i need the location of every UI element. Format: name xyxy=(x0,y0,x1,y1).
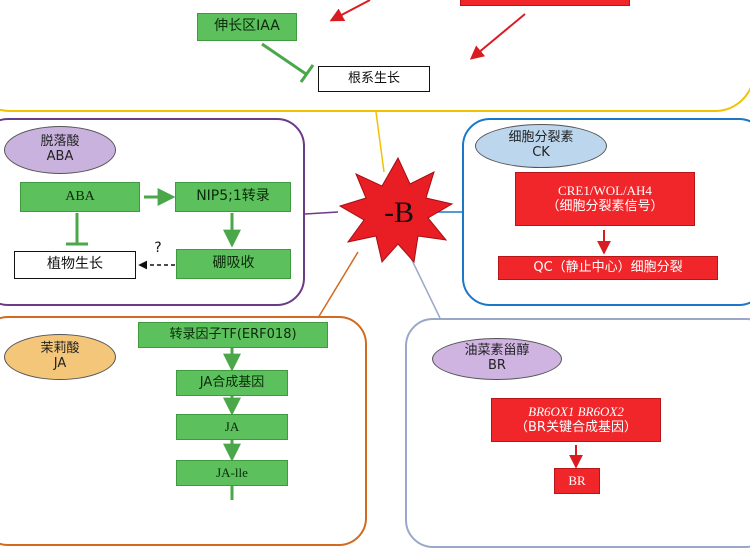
top-red-box-partial xyxy=(460,0,630,6)
connector-layer xyxy=(66,0,611,500)
iaa-inhibit-line xyxy=(261,42,307,76)
ja-synth-box: JA合成基因 xyxy=(176,370,288,396)
qc-box: QC（静止中心）细胞分裂 xyxy=(498,256,718,280)
cre-line1: CRE1/WOL/AH4 xyxy=(558,182,652,198)
plant-growth-box: 植物生长 xyxy=(14,251,136,279)
aba-oval-abbr: ABA xyxy=(46,149,74,164)
top-red-arrow-1 xyxy=(329,0,371,22)
top-red-arrow-2 xyxy=(469,13,526,60)
cre-box: CRE1/WOL/AH4 （细胞分裂素信号） xyxy=(515,172,695,226)
br-box: BR xyxy=(554,468,600,494)
connector-br xyxy=(407,251,441,319)
ck-oval: 细胞分裂素 CK xyxy=(475,124,607,168)
br-gene-line2: （BR关键合成基因） xyxy=(515,420,637,435)
center-star xyxy=(338,156,454,264)
ck-oval-abbr: CK xyxy=(532,145,550,160)
top-panel xyxy=(0,0,750,112)
iaa-box: 伸长区IAA xyxy=(197,13,297,41)
aba-oval: 脱落酸 ABA xyxy=(4,126,116,174)
nip-box: NIP5;1转录 xyxy=(175,182,291,212)
ja-box: JA xyxy=(176,414,288,440)
cre-line2: （细胞分裂素信号） xyxy=(546,199,664,214)
connector-aba xyxy=(304,211,339,215)
root-growth-box: 根系生长 xyxy=(318,66,430,92)
connector-top xyxy=(375,111,385,173)
ja-oval: 茉莉酸 JA xyxy=(4,334,116,380)
ck-oval-name: 细胞分裂素 xyxy=(508,130,574,146)
ja-ile-box: JA-lle xyxy=(176,460,288,486)
br-gene-box: BR6OX1 BR6OX2 （BR关键合成基因） xyxy=(491,398,661,442)
connector-ja xyxy=(317,251,359,319)
boron-uptake-box: 硼吸收 xyxy=(176,249,291,279)
br-gene-line1: BR6OX1 BR6OX2 xyxy=(528,403,624,419)
br-oval-abbr: BR xyxy=(488,358,506,373)
br-oval: 油菜素甾醇 BR xyxy=(432,338,562,380)
ja-oval-abbr: JA xyxy=(53,356,67,371)
aba-box: ABA xyxy=(20,182,140,212)
iaa-inhibit-bar xyxy=(299,64,315,83)
center-label: -B xyxy=(384,196,414,230)
tf-box: 转录因子TF(ERF018) xyxy=(138,322,328,348)
br-oval-name: 油菜素甾醇 xyxy=(464,343,530,359)
question-mark: ? xyxy=(154,240,162,257)
aba-oval-name: 脱落酸 xyxy=(40,134,80,150)
ja-oval-name: 茉莉酸 xyxy=(40,341,80,357)
